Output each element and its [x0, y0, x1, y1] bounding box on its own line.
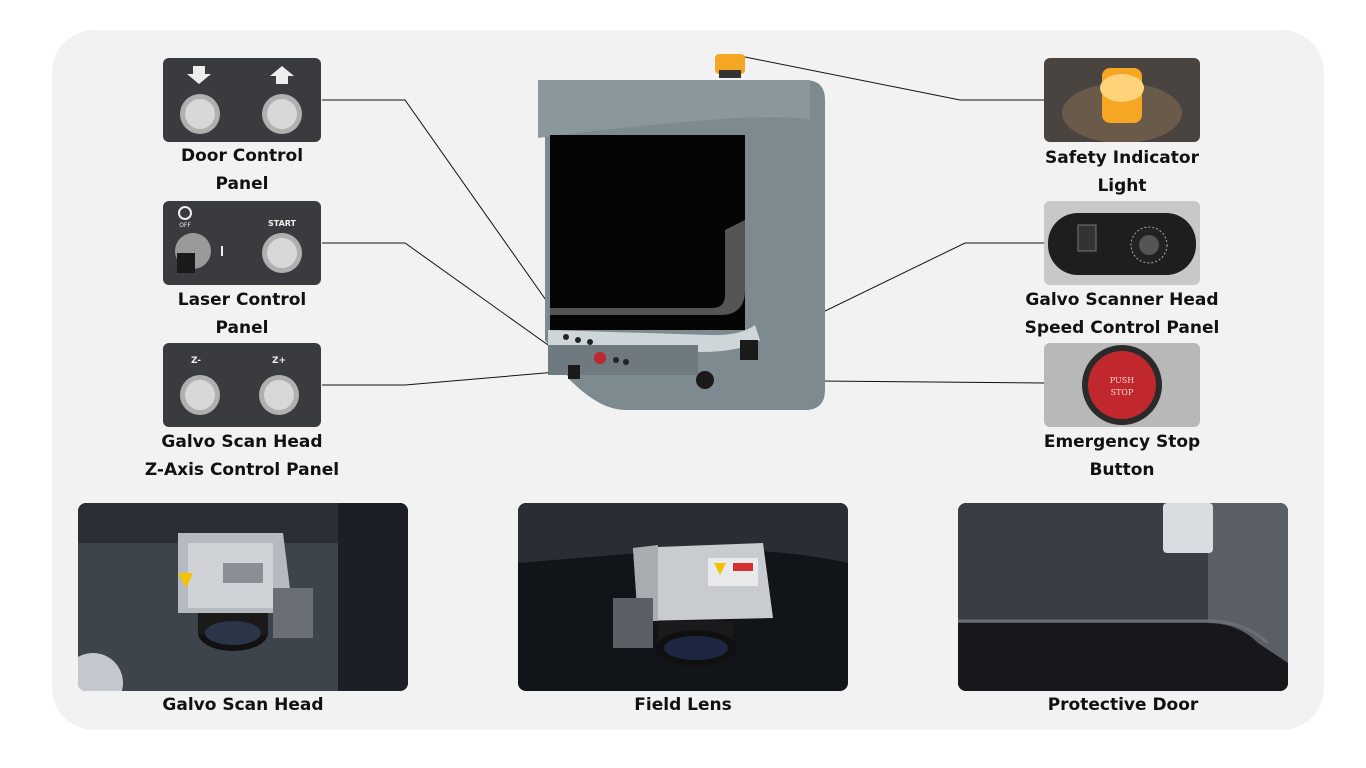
off-ring-icon — [178, 206, 192, 220]
svg-text:STOP: STOP — [1111, 388, 1134, 397]
viewing-window — [550, 135, 745, 330]
safety-light-thumbnail — [1044, 58, 1200, 142]
z-axis-control-label: Galvo Scan Head Z-Axis Control Panel — [144, 432, 340, 480]
rocker-switch-icon — [1077, 224, 1097, 252]
warning-sticker-icon — [714, 563, 726, 575]
door-control-thumbnail — [163, 58, 321, 142]
safety-light-leader — [734, 54, 1044, 101]
key-icon — [177, 253, 195, 273]
emergency-stop-label: Emergency Stop Button — [1043, 432, 1201, 480]
warning-label-icon — [178, 573, 193, 588]
laser-control-label: Laser Control Panel — [177, 290, 307, 338]
speed-control-label: Galvo Scanner Head Speed Control Panel — [1024, 290, 1220, 338]
door-control-leader — [322, 99, 561, 321]
protective-door-photo — [958, 503, 1288, 691]
down-arrow-icon — [187, 66, 211, 84]
protective-door-caption: Protective Door — [1047, 695, 1199, 715]
field-lens-caption: Field Lens — [634, 695, 732, 715]
laser-marking-machine-illustration — [530, 40, 830, 440]
galvo-scan-head-photo — [78, 503, 408, 691]
safety-light-label: Safety Indicator Light — [1045, 148, 1199, 196]
laser-control-leader — [322, 242, 549, 346]
svg-text:START: START — [268, 219, 297, 228]
up-arrow-icon — [270, 66, 294, 84]
emergency-stop-thumbnail: PUSH STOP — [1044, 343, 1200, 427]
beacon-icon — [715, 54, 745, 74]
z-axis-control-thumbnail: Z- Z+ — [163, 343, 321, 427]
galvo-scan-head-caption: Galvo Scan Head — [162, 695, 324, 715]
laser-control-thumbnail: OFF START — [163, 201, 321, 285]
svg-text:OFF: OFF — [179, 222, 191, 229]
speed-control-thumbnail — [1044, 201, 1200, 285]
svg-text:Z+: Z+ — [272, 356, 286, 366]
emergency-stop-icon — [1088, 351, 1156, 419]
z-axis-control-leader — [322, 369, 581, 386]
svg-text:PUSH: PUSH — [1110, 376, 1134, 385]
door-control-label: Door Control Panel — [180, 146, 304, 194]
field-lens-photo — [518, 503, 848, 691]
svg-text:Z-: Z- — [191, 356, 201, 366]
